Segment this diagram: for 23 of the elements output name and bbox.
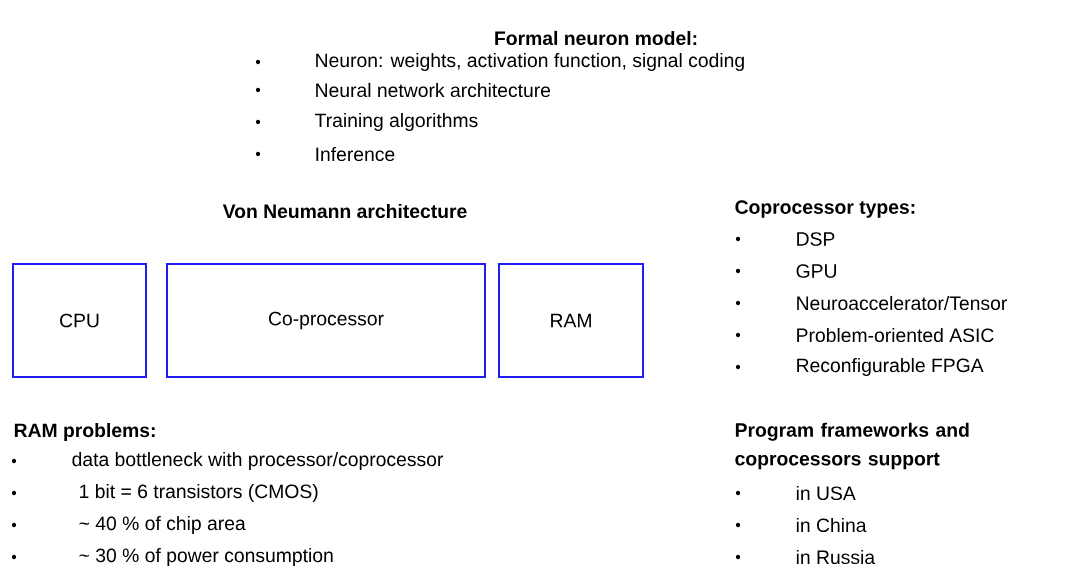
list-item: DSP [797,232,835,246]
heading: Von Neumann architecture [222,203,467,219]
list-item: Neuroaccelerator/Tensor [797,295,1007,311]
list-item: Training algorithms [315,113,478,131]
list-item: Neuron: weights, activation function, signal coding [316,53,744,71]
list-item: GPU [796,264,837,278]
list-item: data bottleneck with processor/coprocessor [72,452,444,470]
list-item: in Russia [796,549,876,565]
list-item: 1 bit = 6 transistors (CMOS) [80,484,318,503]
list-item: Neural network architecture [316,82,551,98]
component-box: RAM [498,263,644,378]
heading: Formal neuron model: [495,30,697,46]
list-item: in USA [796,485,856,501]
list-item: Problem-oriented ASIC [797,327,994,343]
list-item: in China [796,517,867,533]
list-item: ~ 30 % of power consumption [79,548,333,566]
list-item: Inference [316,146,395,162]
component-box: CPU [12,263,147,378]
heading: RAM problems: [14,423,155,441]
list-item: ~ 40 % of chip area [79,516,246,534]
list-item: Reconfigurable FPGA [797,358,984,376]
component-box: Co-processor [166,263,486,378]
heading: Coprocessor types: [735,200,915,218]
